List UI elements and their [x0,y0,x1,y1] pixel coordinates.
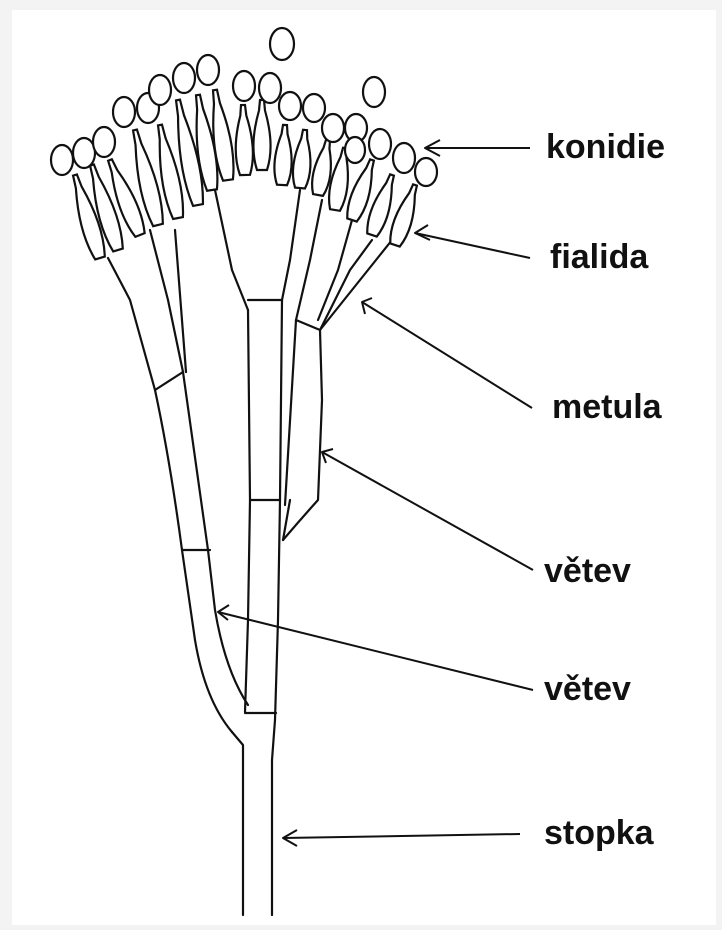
arrow-stopka [283,830,520,846]
stipe [232,720,275,915]
conidium [93,127,115,157]
phialide [236,105,253,175]
label-konidie: konidie [546,130,665,164]
conidium [173,63,195,93]
label-vetev-lower: větev [544,672,631,706]
conidium [233,71,255,101]
arrow-metula [362,298,532,408]
arrow-vetev-lower [218,605,533,690]
conidium [363,77,385,107]
label-fialida: fialida [550,240,648,274]
conidium [259,73,281,103]
phialide [312,140,331,196]
conidium [345,137,365,163]
phialide [329,148,348,211]
conidium [415,158,437,186]
arrow-konidie [425,140,530,156]
label-stopka: stopka [544,816,654,850]
phialide [390,184,417,246]
branch-central [245,300,282,720]
phialide [274,125,291,185]
branch-right [283,320,322,540]
conidium [279,92,301,120]
conidium [270,28,294,60]
arrow-fialida [415,225,530,258]
conidium [322,114,344,142]
conidium [303,94,325,122]
conidium [51,145,73,175]
branch-left [155,372,248,732]
conidium [393,143,415,173]
label-metula: metula [552,390,662,424]
conidium [369,129,391,159]
conidium [73,138,95,168]
conidium [197,55,219,85]
phialide [253,100,270,170]
conidium [113,97,135,127]
arrow-vetev-upper [322,449,533,570]
phialide [293,130,311,189]
label-vetev-upper: větev [544,554,631,588]
conidium [149,75,171,105]
